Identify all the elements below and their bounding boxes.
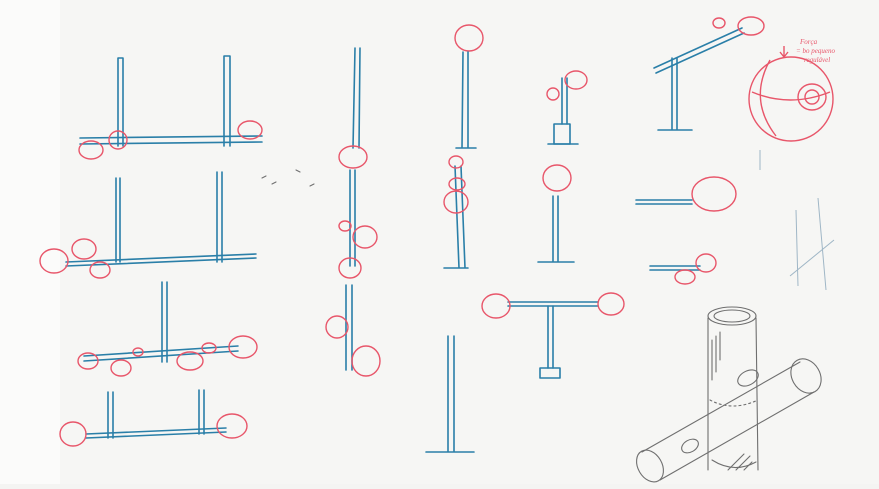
note-line-3: regulável	[804, 56, 830, 64]
paper-edge	[0, 0, 60, 484]
note-line-1: Força	[799, 38, 818, 46]
note-line-2: = bo pequeno	[796, 47, 835, 55]
